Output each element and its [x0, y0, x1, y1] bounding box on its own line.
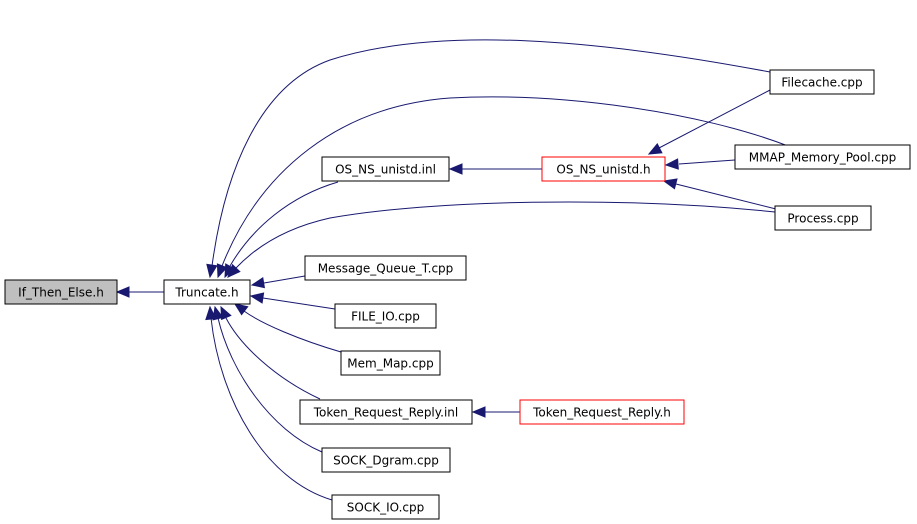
node-truncate[interactable]: Truncate.h [163, 279, 251, 305]
node-sock-io[interactable]: SOCK_IO.cpp [331, 494, 440, 520]
node-process[interactable]: Process.cpp [774, 205, 872, 231]
node-label: Message_Queue_T.cpp [318, 262, 454, 276]
node-label: Token_Request_Reply.h [532, 406, 671, 420]
edge-mmap-to-truncate [221, 96, 789, 267]
node-token-request-reply-h[interactable]: Token_Request_Reply.h [519, 399, 685, 425]
node-os-ns-unistd-h[interactable]: OS_NS_unistd.h [541, 156, 666, 182]
node-label: If_Then_Else.h [18, 286, 104, 300]
edge-arrowhead [448, 163, 463, 175]
edge-os-ns-unistd-inl-to-truncate [229, 181, 339, 267]
node-mem-map[interactable]: Mem_Map.cpp [340, 350, 441, 376]
node-token-request-reply-inl[interactable]: Token_Request_Reply.inl [299, 399, 473, 425]
edge-arrowhead [662, 178, 678, 190]
node-label: OS_NS_unistd.inl [335, 163, 436, 177]
node-label: OS_NS_unistd.h [556, 163, 650, 177]
node-label: SOCK_Dgram.cpp [333, 454, 439, 468]
edge-arrowhead [249, 292, 265, 304]
node-message-queue-t[interactable]: Message_Queue_T.cpp [304, 255, 467, 281]
node-label: Truncate.h [174, 286, 238, 300]
edge-arrowhead [205, 305, 217, 321]
edges [115, 39, 789, 501]
edge-arrowhead [227, 263, 241, 278]
edge-arrowhead [115, 286, 130, 298]
node-label: SOCK_IO.cpp [347, 501, 424, 515]
node-label: Filecache.cpp [781, 76, 862, 90]
edge-arrowhead [220, 305, 232, 321]
edge-message-queue-to-truncate [263, 275, 306, 284]
edge-file-io-to-truncate [262, 297, 336, 310]
edge-arrowhead [250, 276, 266, 289]
node-label: FILE_IO.cpp [351, 310, 420, 324]
node-label: Process.cpp [787, 212, 858, 226]
nodes: If_Then_Else.h Truncate.h OS_NS_unistd.i… [4, 69, 911, 520]
node-label: MMAP_Memory_Pool.cpp [749, 151, 896, 165]
node-mmap-memory-pool[interactable]: MMAP_Memory_Pool.cpp [734, 144, 911, 170]
node-file-io[interactable]: FILE_IO.cpp [334, 303, 437, 329]
edge-filecache-to-truncate [211, 39, 771, 267]
edge-arrowhead [647, 142, 663, 155]
node-label: Mem_Map.cpp [347, 357, 433, 371]
edge-arrowhead [216, 263, 228, 279]
node-label: Token_Request_Reply.inl [313, 406, 459, 420]
edge-arrowhead [233, 303, 249, 316]
node-os-ns-unistd-inl[interactable]: OS_NS_unistd.inl [321, 156, 450, 182]
edge-mmap-to-os-ns-unistd-h [678, 159, 736, 165]
edge-arrowhead [664, 158, 679, 170]
edge-arrowhead [471, 406, 486, 418]
edge-filecache-to-os-ns-unistd-h [658, 88, 773, 149]
edge-arrowhead [206, 263, 218, 279]
edge-sock-io-to-truncate [210, 317, 333, 501]
node-filecache[interactable]: Filecache.cpp [769, 69, 875, 95]
edge-token-inl-to-truncate [225, 317, 321, 400]
edge-process-to-truncate [235, 201, 776, 269]
edge-process-to-os-ns-unistd-h [675, 183, 777, 210]
edge-mem-map-to-truncate [243, 310, 342, 353]
edge-arrowhead [212, 305, 224, 321]
node-sock-dgram[interactable]: SOCK_Dgram.cpp [321, 447, 451, 473]
node-if-then-else[interactable]: If_Then_Else.h [4, 279, 118, 305]
edge-sock-dgram-to-truncate [217, 317, 323, 453]
